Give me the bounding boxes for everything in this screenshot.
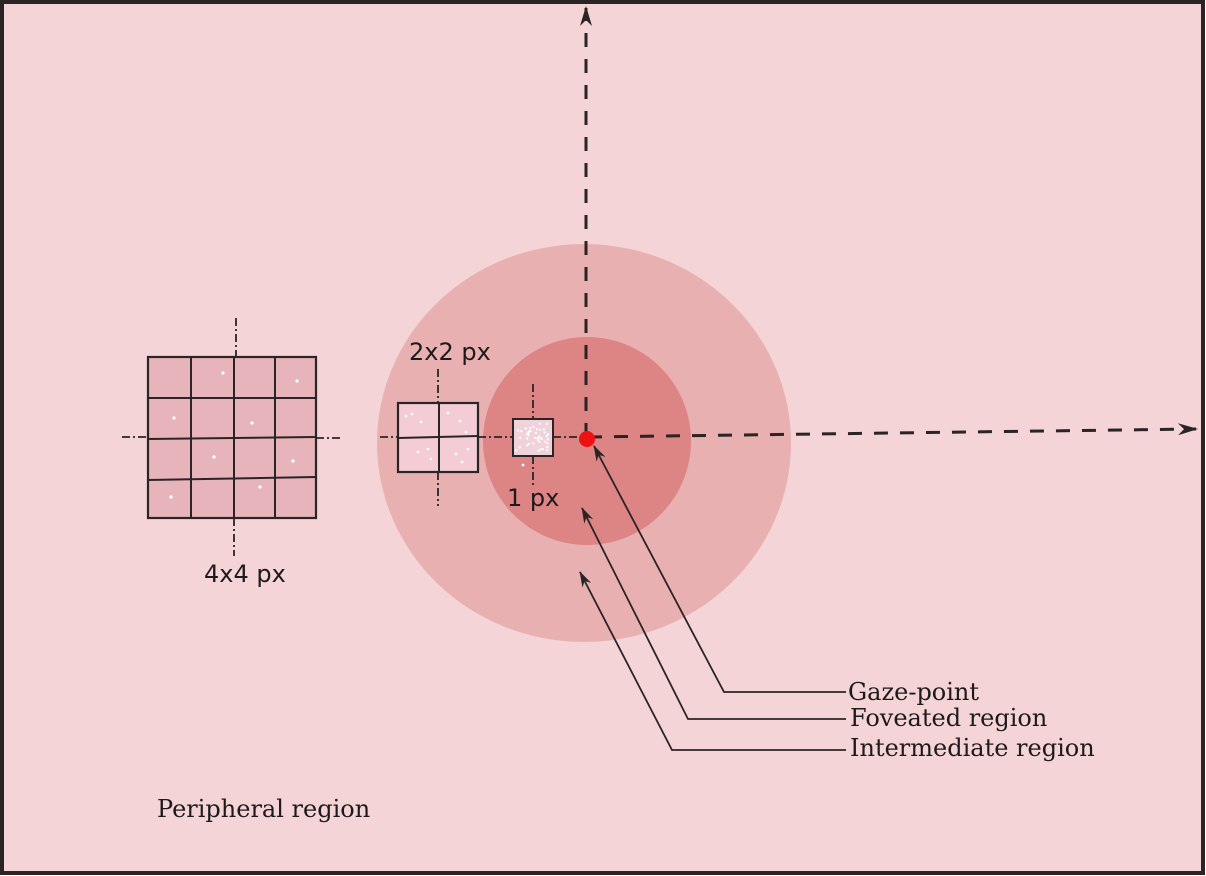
sample-dot: [526, 444, 529, 447]
sample-dot: [542, 428, 545, 431]
sample-dot: [546, 433, 550, 436]
label-4x4: 4x4 px: [204, 560, 286, 588]
block-2x2-grid-lines: [397, 403, 479, 472]
sample-dot: [545, 422, 549, 425]
sample-dot: [528, 429, 531, 432]
sample-dot: [534, 431, 538, 434]
label-intermediate-region: Intermediate region: [850, 734, 1095, 762]
label-2x2: 2x2 px: [409, 338, 491, 366]
label-gaze-point: Gaze-point: [848, 678, 979, 706]
label-peripheral-region: Peripheral region: [157, 795, 370, 823]
sample-dot: [545, 435, 548, 438]
sample-dot: [538, 435, 541, 438]
sample-dot: [541, 448, 545, 451]
sample-dot: [546, 442, 549, 445]
sample-dot: [546, 438, 550, 441]
sample-dot: [519, 436, 522, 439]
sample-dot: [536, 438, 540, 441]
sample-dot: [529, 426, 532, 430]
sample-dot: [545, 449, 549, 452]
horizontal-axis: [587, 423, 1198, 439]
sample-dot: [540, 437, 543, 440]
intermediate-region-leader: [579, 571, 846, 751]
sample-dot: [535, 428, 539, 431]
gaze-point-marker: [579, 431, 595, 447]
sample-dot: [539, 448, 542, 451]
sample-dot: [546, 445, 549, 449]
block-4x4-samples: [169, 371, 299, 499]
sample-dot: [526, 437, 529, 440]
sample-dot: [534, 436, 537, 439]
sample-dot: [514, 449, 518, 452]
sample-dot: [524, 427, 527, 430]
sample-dot: [538, 440, 541, 443]
foveated-region-leader: [581, 507, 846, 720]
block-2x2: [396, 401, 480, 474]
label-1px: 1 px: [507, 484, 559, 512]
block-4x4: [146, 355, 318, 520]
block-1px: [512, 418, 554, 467]
sample-dot: [536, 436, 539, 440]
sample-dot: [538, 422, 541, 425]
sample-dot: [526, 433, 529, 436]
sample-dot: [544, 440, 547, 443]
sample-dot: [537, 449, 540, 452]
sample-dot: [543, 431, 546, 434]
block-crosshairs: [122, 318, 578, 556]
gaze-point-leader: [593, 445, 846, 693]
block-2x2-samples: [404, 411, 470, 464]
sample-dot: [518, 446, 521, 449]
sample-dot: [520, 430, 523, 433]
label-foveated-region: Foveated region: [850, 704, 1047, 732]
sample-dot: [539, 428, 542, 431]
leader-lines: [579, 445, 846, 751]
sample-dot: [527, 442, 530, 445]
sample-dot: [532, 442, 535, 445]
sample-dot: [532, 426, 535, 429]
block-1px-samples: [514, 422, 550, 452]
sample-dot: [516, 429, 520, 432]
block-4x4-grid-lines: [147, 357, 317, 518]
